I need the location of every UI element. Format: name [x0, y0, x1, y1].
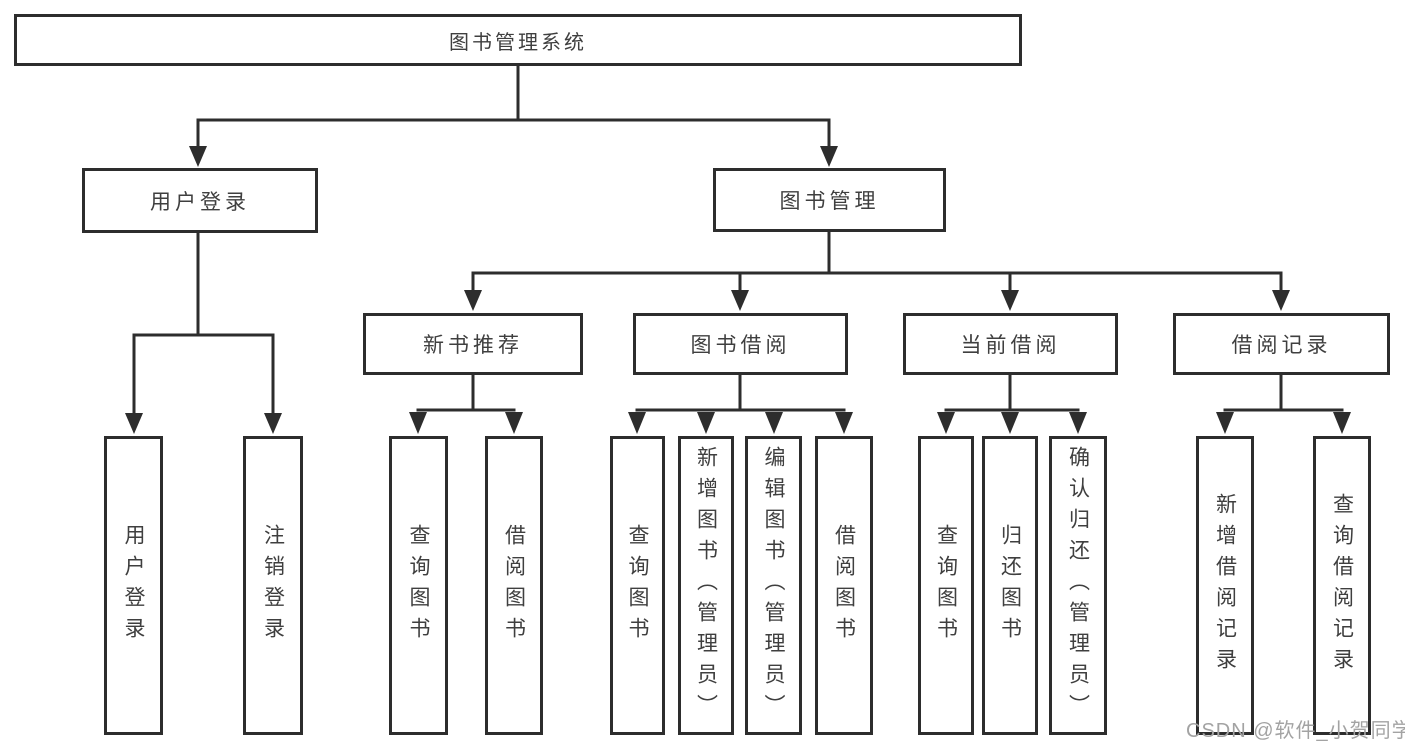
node-user-login-leaf: 用户登录: [104, 436, 163, 735]
wire-book-borrowing-children: [628, 375, 853, 434]
node-label: 确认归还（管理员）: [1066, 446, 1090, 725]
node-label: 查询借阅记录: [1330, 492, 1354, 679]
wire-root-to-level2: [189, 66, 838, 167]
node-user-login: 用户登录: [82, 168, 318, 233]
node-label: 图书管理: [779, 190, 880, 213]
node-label: 图书借阅: [690, 334, 791, 357]
wire-new-book-children: [409, 375, 523, 434]
node-label: 借阅图书: [502, 523, 526, 648]
node-label: 注销登录: [261, 523, 285, 648]
node-label: 查询图书: [407, 523, 430, 648]
node-add-books-admin: 新增图书（管理员）: [678, 436, 734, 735]
wire-current-borrowing-children: [937, 375, 1087, 434]
node-confirm-return-admin: 确认归还（管理员）: [1049, 436, 1107, 735]
node-book-management-system: 图书管理系统: [14, 14, 1022, 66]
node-label: 查询图书: [626, 523, 649, 648]
node-edit-books-admin: 编辑图书（管理员）: [745, 436, 802, 735]
wire-book-management-children: [464, 232, 1290, 311]
node-label: 当前借阅: [960, 334, 1061, 357]
node-label: 编辑图书（管理员）: [762, 446, 785, 725]
node-query-books-recommend: 查询图书: [389, 436, 448, 735]
node-borrow-books: 借阅图书: [815, 436, 873, 735]
wire-user-login-children: [125, 233, 282, 434]
node-label: 归还图书: [998, 523, 1022, 648]
node-borrowing-records: 借阅记录: [1173, 313, 1390, 375]
csdn-watermark: CSDN @软件_小贺同学: [1186, 720, 1405, 742]
node-return-books: 归还图书: [982, 436, 1038, 735]
node-query-borrow-record: 查询借阅记录: [1313, 436, 1371, 735]
node-label: 新增图书（管理员）: [694, 446, 718, 725]
node-current-borrowing: 当前借阅: [903, 313, 1118, 375]
node-add-borrow-record: 新增借阅记录: [1196, 436, 1254, 735]
node-label: 新增借阅记录: [1213, 492, 1237, 679]
node-label: 图书管理系统: [449, 31, 587, 54]
wire-borrowing-records-children: [1216, 375, 1351, 434]
node-logout: 注销登录: [243, 436, 303, 735]
node-label: 用户登录: [150, 190, 250, 214]
node-book-management: 图书管理: [713, 168, 946, 232]
node-label: 借阅图书: [832, 523, 856, 648]
node-query-books-current: 查询图书: [918, 436, 974, 735]
node-label: 查询图书: [934, 523, 958, 648]
node-label: 用户登录: [122, 523, 145, 648]
node-new-book-recommendation: 新书推荐: [363, 313, 583, 375]
node-query-books-borrowing: 查询图书: [610, 436, 665, 735]
node-label: 新书推荐: [423, 334, 523, 357]
node-borrow-books-recommend: 借阅图书: [485, 436, 543, 735]
node-label: 借阅记录: [1231, 334, 1332, 357]
node-book-borrowing: 图书借阅: [633, 313, 848, 375]
